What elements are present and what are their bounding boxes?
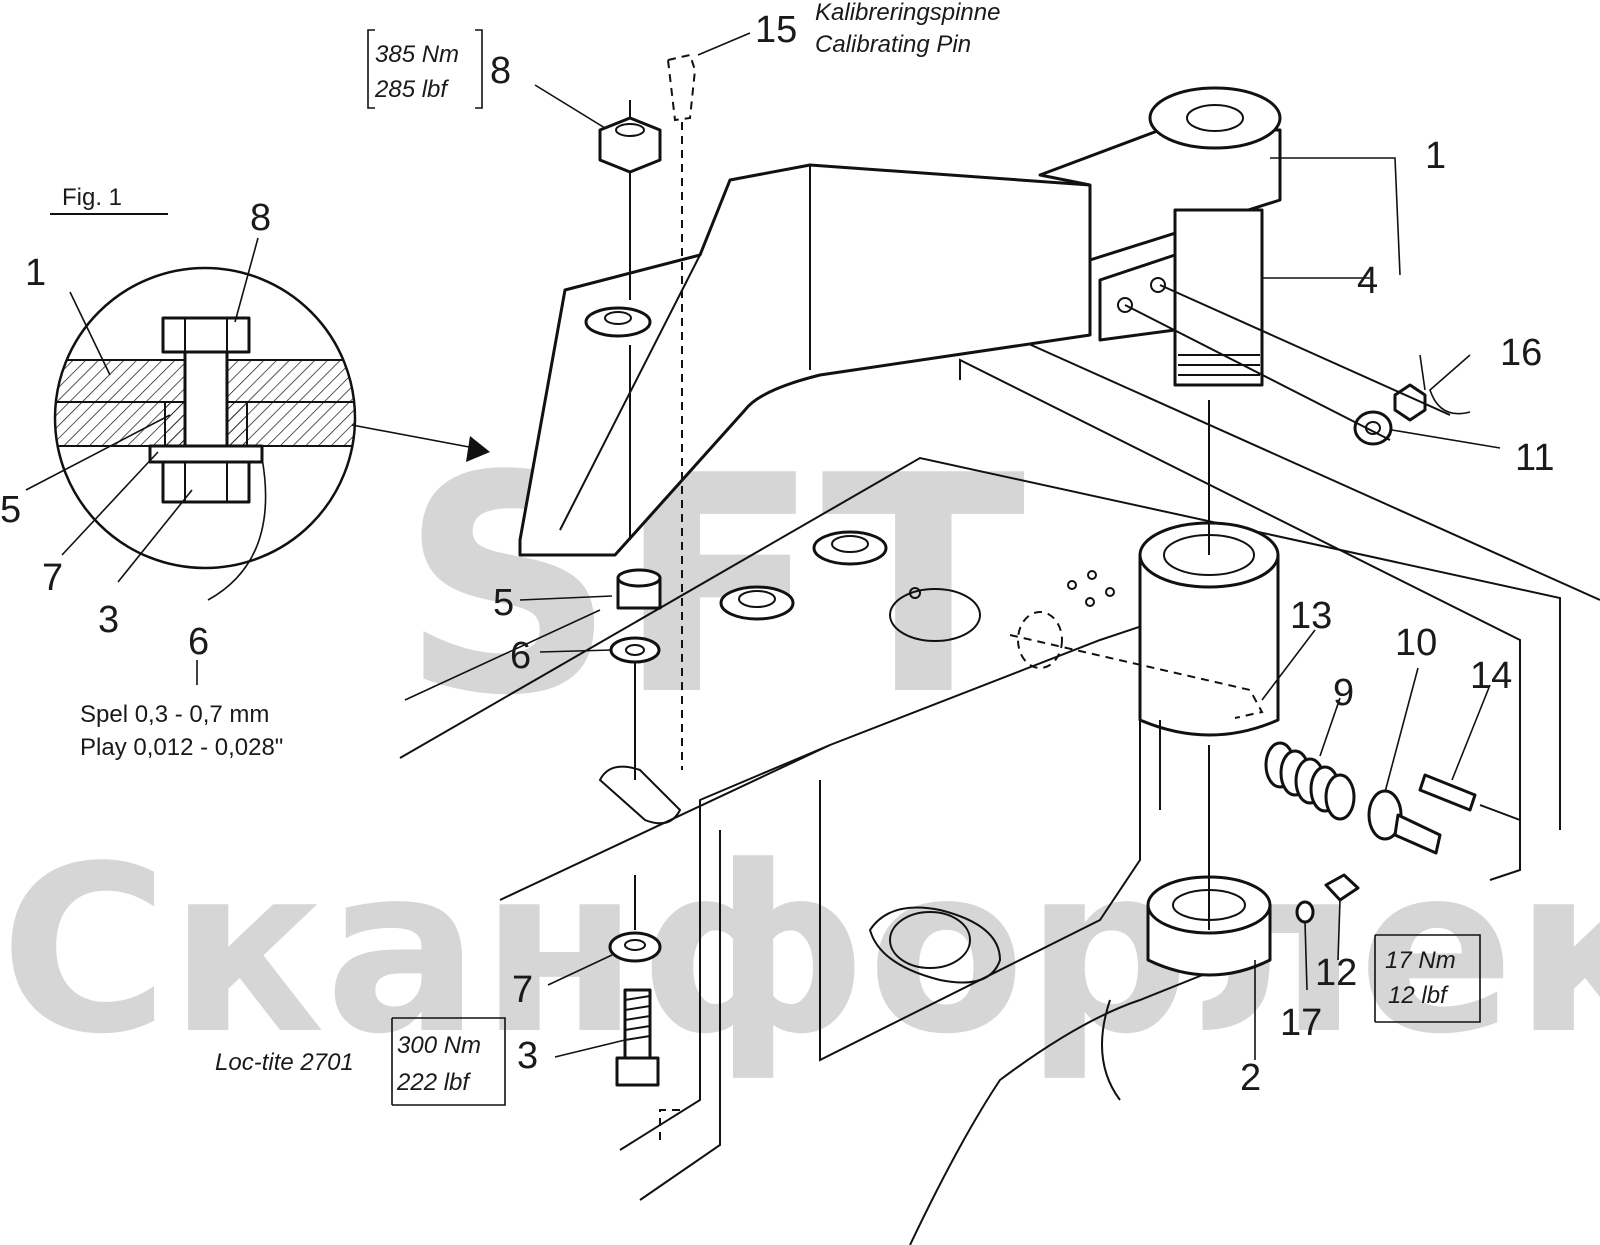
callout-14: 14 — [1470, 655, 1512, 697]
frame-nut-b — [719, 585, 795, 621]
washer-part-11 — [1353, 410, 1393, 446]
callout-5: 5 — [493, 582, 514, 624]
fasteners — [598, 53, 1521, 1087]
callout-4: 4 — [1357, 260, 1378, 302]
knuckle-housing — [1138, 553, 1280, 737]
torque-bottom-nm: 300 Nm — [397, 1032, 481, 1059]
callout-3: 3 — [517, 1035, 538, 1077]
callout-13: 13 — [1290, 595, 1332, 637]
torque-bottom-lbf: 222 lbf — [396, 1069, 471, 1096]
callout-2: 2 — [1240, 1057, 1261, 1099]
figure-label: Fig. 1 — [62, 184, 122, 211]
detail-callout-5: 5 — [0, 489, 21, 531]
detail-bolt-head — [161, 460, 251, 504]
torque-top-lbf: 285 lbf — [374, 76, 449, 103]
washer-part-7 — [608, 931, 662, 963]
washer-part-6 — [609, 636, 661, 664]
callout-9: 9 — [1333, 672, 1354, 714]
callout-6: 6 — [510, 635, 531, 677]
detail-nut — [161, 316, 251, 354]
part-callouts: 15 8 1 4 16 11 13 10 9 14 5 6 7 3 12 17 … — [490, 9, 1554, 1099]
frame-lower-opening — [868, 906, 1002, 984]
watermark-company-text: Сканфорлек — [0, 818, 1600, 1085]
play-note-en: Play 0,012 - 0,028" — [80, 734, 283, 761]
callout-17: 17 — [1280, 1002, 1322, 1044]
frame-hole — [889, 588, 981, 642]
play-note-sv: Spel 0,3 - 0,7 mm — [80, 701, 269, 728]
callout-16: 16 — [1500, 332, 1542, 374]
washer-part-17 — [1295, 900, 1315, 924]
calibrating-pin-label-sv: Kalibreringspinne — [815, 0, 1000, 26]
watermark: SFT Сканфорлек — [0, 412, 1600, 1085]
callout-7: 7 — [512, 969, 533, 1011]
leader-lines — [404, 32, 1501, 1060]
chassis-frame — [399, 339, 1600, 1245]
nut-part-8 — [598, 116, 662, 174]
detail-view: Fig. 1 1 8 5 7 3 — [0, 184, 490, 761]
callout-12: 12 — [1315, 952, 1357, 994]
frame-slot — [598, 765, 682, 825]
detail-bolt-shank — [183, 348, 229, 462]
torque-spec-top: 385 Nm 285 lbf — [367, 29, 483, 109]
torque-spec-right: 17 Nm 12 lbf — [1374, 934, 1481, 1023]
callout-1: 1 — [1425, 135, 1446, 177]
adhesive-note: Loc-tite 2701 — [215, 1049, 354, 1076]
detail-bushing-left — [164, 401, 186, 447]
calibrating-pin-part-15 — [666, 53, 697, 122]
calibrating-pin-label: Kalibreringspinne Calibrating Pin — [815, 0, 1000, 58]
detail-callout-1: 1 — [25, 252, 46, 294]
torque-top-nm: 385 Nm — [375, 41, 459, 68]
torque-right-lbf: 12 lbf — [1388, 982, 1449, 1009]
arm-lug — [1098, 253, 1177, 342]
torque-spec-bottom: Loc-tite 2701 300 Nm 222 lbf — [215, 1017, 506, 1106]
callout-8: 8 — [490, 50, 511, 92]
detail-bushing-right — [226, 401, 248, 447]
detail-callout-3: 3 — [98, 599, 119, 641]
screw-part-14 — [1418, 773, 1477, 812]
arm-pivot-boss — [1148, 86, 1282, 150]
detail-callout-8: 8 — [250, 197, 271, 239]
detail-callout-7: 7 — [42, 557, 63, 599]
spring-part-9 — [1264, 741, 1356, 821]
watermark-logo-text: SFT — [400, 412, 1027, 761]
callout-15: 15 — [755, 9, 797, 51]
torque-right-nm: 17 Nm — [1385, 947, 1456, 974]
detail-washer — [148, 444, 264, 464]
callout-11: 11 — [1515, 437, 1554, 479]
arm-bolt-hole — [584, 306, 652, 338]
calibrating-pin-label-en: Calibrating Pin — [815, 31, 971, 58]
frame-nut-a — [812, 530, 888, 566]
callout-10: 10 — [1395, 622, 1437, 664]
screw-part-12 — [1324, 873, 1360, 902]
detail-callout-6: 6 — [188, 621, 209, 663]
